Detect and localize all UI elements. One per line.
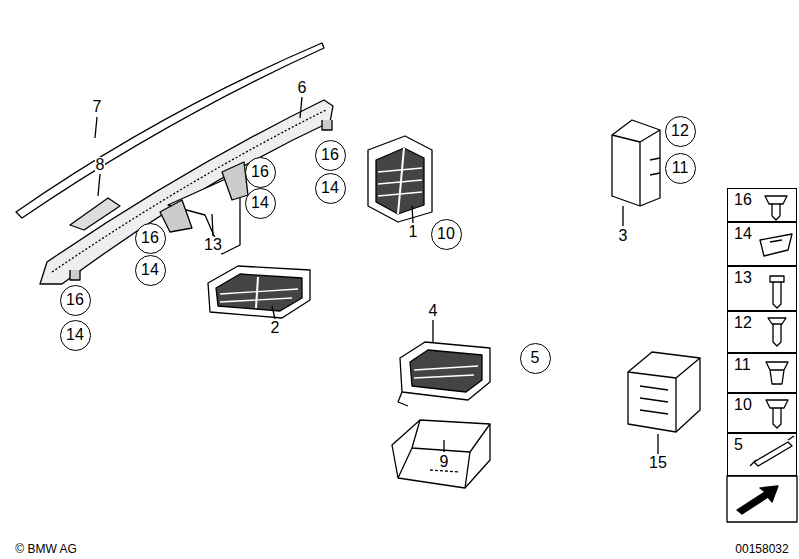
fastener-cell: 10: [727, 393, 797, 433]
callout-circle: 16: [135, 223, 166, 254]
fastener-cell: 12: [727, 311, 797, 353]
callout-circle: 16: [315, 140, 346, 171]
callout-number: 14: [734, 226, 752, 242]
callout-number: 16: [251, 164, 269, 180]
callout-number: 10: [734, 397, 752, 413]
callout-number: 11: [672, 160, 689, 176]
part-number: 8: [95, 157, 106, 173]
callout-circle: 14: [60, 320, 91, 351]
callout-number: 11: [734, 357, 751, 373]
callout-number: 16: [66, 292, 84, 308]
callout-number: 10: [437, 226, 455, 242]
callout-number: 14: [321, 180, 339, 196]
fastener-cell: 11: [727, 353, 797, 393]
callout-circle: 11: [665, 153, 696, 184]
footer-note: © BMW AG: [14, 543, 78, 555]
callout-number: 13: [734, 270, 752, 286]
callout-circle: 14: [135, 255, 166, 286]
fastener-cell: 13: [727, 266, 797, 311]
fastener-cell: 16: [727, 188, 797, 222]
part-number: 2: [270, 320, 281, 336]
callout-number: 14: [66, 327, 84, 343]
callout-number: 16: [734, 192, 752, 208]
part-number: 1: [408, 224, 419, 240]
fastener-cell: 5: [727, 433, 797, 476]
callout-circle: 16: [60, 285, 91, 316]
callout-number: 5: [531, 350, 540, 366]
footer-note: 00158032: [734, 543, 789, 555]
part-number: 15: [648, 455, 668, 471]
fastener-cell: 14: [727, 222, 797, 266]
part-number: 6: [297, 80, 308, 96]
part-number: 7: [92, 99, 103, 115]
callout-circle: 16: [245, 157, 276, 188]
callout-circle: 14: [245, 188, 276, 219]
callout-number: 5: [734, 437, 743, 453]
part-number: 13: [203, 237, 223, 253]
callout-number: 14: [251, 195, 269, 211]
callout-number: 12: [671, 123, 689, 139]
callout-circle: 14: [315, 173, 346, 204]
callout-number: 16: [141, 230, 159, 246]
callout-number: 16: [321, 147, 339, 163]
callout-circle: 5: [520, 343, 551, 374]
part-number: 3: [618, 228, 629, 244]
part-number: 4: [428, 303, 439, 319]
callout-number: 12: [734, 315, 752, 331]
callout-circle: 10: [431, 219, 462, 250]
callout-circle: 12: [665, 116, 696, 147]
callout-number: 14: [141, 262, 159, 278]
part-number: 9: [439, 454, 450, 470]
